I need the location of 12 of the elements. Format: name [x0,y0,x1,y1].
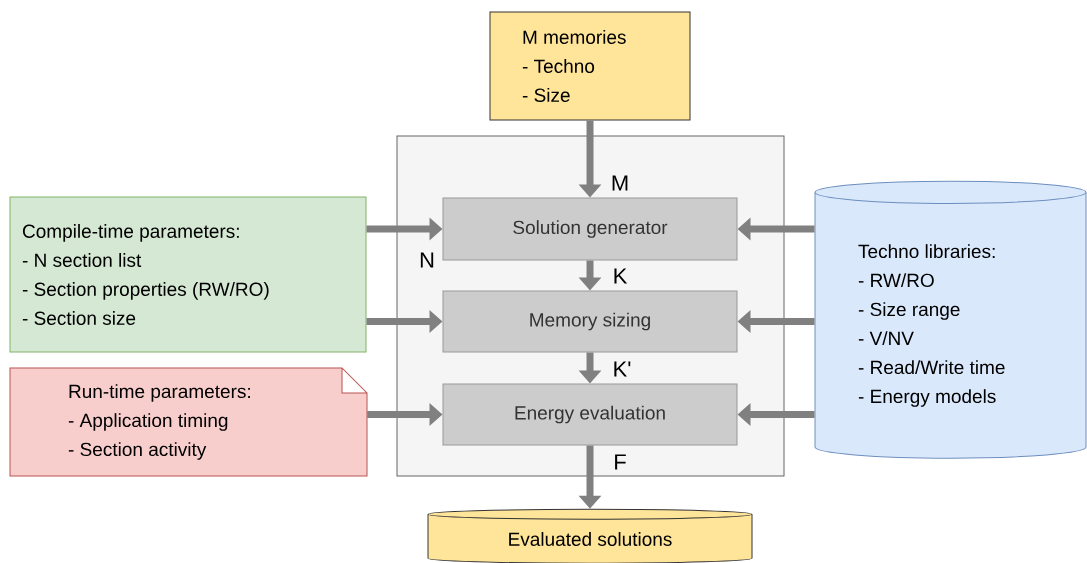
edge-label: F [612,453,628,471]
edge-label: K' [611,360,633,378]
process-box: Energy evaluation [442,383,738,446]
output-cylinder: Evaluated solutions [427,508,753,563]
database-cylinder: Techno libraries: - RW/RO - Size range - V/NV - Read/Write time - Energy models [814,180,1087,459]
edge-label: M [609,174,631,192]
process-box: Solution generator [442,197,738,261]
input-box: Compile-time parameters: - N section list - Section properties (RW/RO) - Section size [9,196,367,353]
input-box: M memories - Techno - Size [489,11,691,121]
process-box: Memory sizing [442,290,738,353]
edge-label: N [418,251,436,269]
note-box: Run-time parameters: - Application timing - Section activity [9,367,368,477]
